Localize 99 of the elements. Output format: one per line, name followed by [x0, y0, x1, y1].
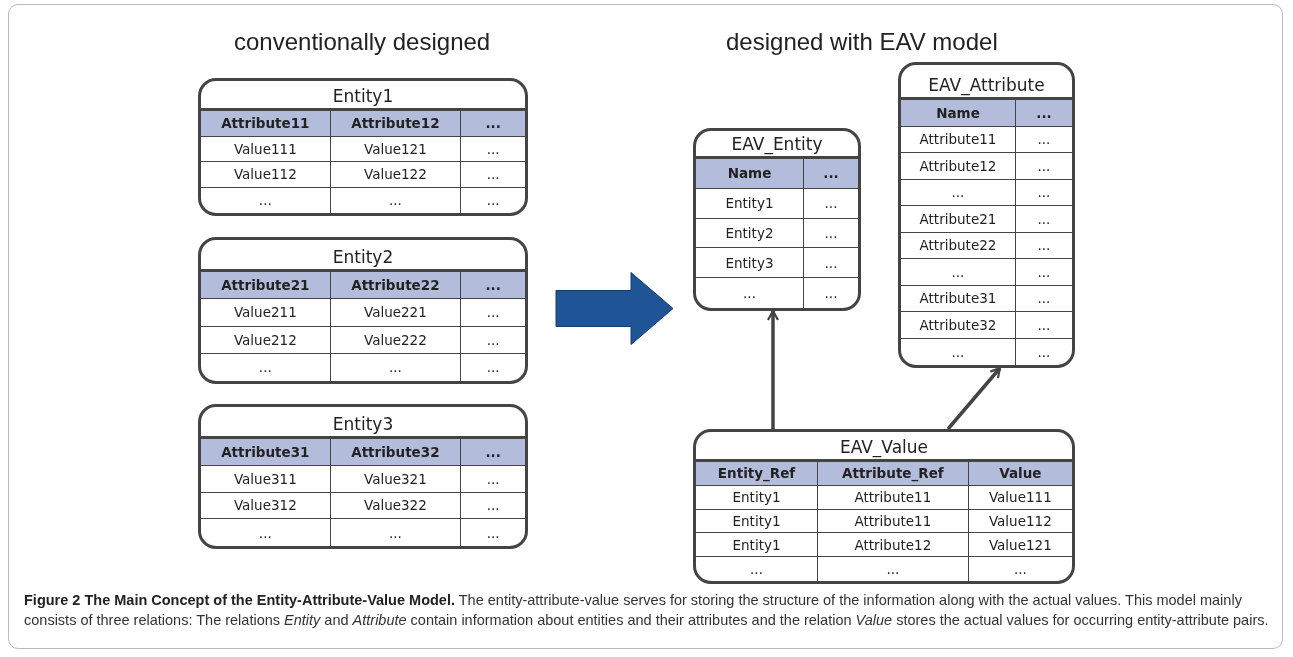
table-cell: Attribute11 [818, 485, 969, 510]
table-cell: ... [1015, 259, 1072, 286]
table-cell: Attribute21 [901, 206, 1016, 233]
table-cell: ... [461, 326, 525, 354]
table-cell: Attribute11 [901, 126, 1016, 153]
table-cell: ... [1015, 285, 1072, 312]
table-cell: ... [1015, 312, 1072, 339]
table-cell: Value222 [330, 326, 462, 354]
table-cell: ... [901, 179, 1016, 206]
arrow [766, 309, 780, 429]
table-cell: ... [201, 519, 331, 546]
table-cell: Value111 [201, 136, 331, 162]
table-cell: ... [818, 557, 969, 581]
table-cell: Entity1 [696, 533, 819, 558]
table-cell: Value322 [330, 492, 462, 520]
table-cell-text: ... [485, 523, 501, 543]
table-cell: Attribute11 [818, 509, 969, 534]
table-cell: Value111 [968, 485, 1072, 510]
table-cell: Value211 [201, 299, 331, 327]
table-cell-text: ... [823, 284, 839, 304]
table-cell: ... [201, 187, 331, 213]
table-cell: ... [804, 248, 858, 279]
table-cell: ... [696, 278, 804, 308]
table-cell: Entity1 [696, 188, 804, 219]
table-title: Entity2 [332, 247, 394, 267]
header-cell: Attribute12 [330, 111, 462, 137]
table-cell: ... [1015, 153, 1072, 180]
table-cell: Entity3 [696, 248, 804, 279]
table-cell: ... [461, 162, 525, 188]
table-cell: Entity1 [696, 485, 819, 510]
header-cell: Attribute11 [201, 111, 331, 137]
table-cell: ... [696, 557, 819, 581]
table-cell: Entity1 [696, 509, 819, 534]
table-cell: ... [804, 218, 858, 249]
table-cell: ... [330, 187, 462, 213]
table-cell: Value122 [330, 162, 462, 188]
header-cell: Attribute_Ref [818, 462, 969, 486]
header-cell: Name [696, 159, 804, 189]
table-cell: Value311 [201, 465, 331, 493]
table-cell-text: ... [1036, 342, 1052, 362]
table-cell: Entity2 [696, 218, 804, 249]
table-cell: ... [1015, 206, 1072, 233]
table-cell: Value312 [201, 492, 331, 520]
section-heading: designed with EAV model [726, 28, 998, 56]
table-cell: ... [901, 338, 1016, 365]
table-cell: ... [461, 136, 525, 162]
header-cell: ... [1015, 100, 1072, 127]
figure-caption: Figure 2 The Main Concept of the Entity-Attribute-Value Model. The entity-attribute-value serves for storing the structure of the information along with the actual values. This model mainly consists of three relations: The relations Entity and Attribute contain information about entities and their attributes and the relation Value stores the actual values for occurring entity-attribute pairs. [24, 591, 1270, 630]
table-box [693, 429, 1075, 584]
table-title: EAV_Value [839, 437, 929, 457]
table-cell: ... [461, 465, 525, 493]
table-cell: Value112 [201, 162, 331, 188]
table-cell: ... [461, 299, 525, 327]
header-cell: ... [461, 111, 525, 137]
table-title: EAV_Entity [731, 134, 823, 154]
arrow [946, 366, 1002, 431]
table-title: EAV_Attribute [928, 75, 1045, 95]
table-cell: ... [1015, 179, 1072, 206]
header-cell: ... [461, 439, 525, 466]
table-cell: ... [1015, 232, 1072, 259]
table-cell: ... [804, 188, 858, 219]
table-box [198, 237, 528, 384]
table-cell: Value321 [330, 465, 462, 493]
header-cell: Attribute31 [201, 439, 331, 466]
table-cell: Attribute12 [901, 153, 1016, 180]
section-heading: conventionally designed [234, 28, 491, 56]
table-cell: ... [901, 259, 1016, 286]
table-title: Entity3 [332, 414, 394, 434]
table-title: Entity1 [332, 86, 394, 106]
table-cell: ... [201, 353, 331, 381]
table-cell: Value121 [968, 533, 1072, 558]
table-cell: Value112 [968, 509, 1072, 534]
table-cell: Value221 [330, 299, 462, 327]
block-arrow [555, 272, 674, 345]
table-cell-text: ... [485, 358, 501, 378]
table-cell: ... [1015, 126, 1072, 153]
table-cell: Value121 [330, 136, 462, 162]
header-cell: Entity_Ref [696, 462, 819, 486]
table-box [198, 404, 528, 549]
table-cell: ... [461, 492, 525, 520]
table-box [693, 128, 861, 311]
header-cell: ... [804, 159, 858, 189]
header-cell: Attribute21 [201, 272, 331, 300]
table-cell-text: ... [485, 191, 501, 211]
header-cell: Name [901, 100, 1016, 127]
table-cell: ... [330, 519, 462, 546]
table-cell: Attribute31 [901, 285, 1016, 312]
table-cell: Value212 [201, 326, 331, 354]
table-cell: Attribute22 [901, 232, 1016, 259]
table-cell: Attribute32 [901, 312, 1016, 339]
header-cell: Value [968, 462, 1072, 486]
header-cell: Attribute22 [330, 272, 462, 300]
table-box [898, 62, 1075, 368]
table-cell: ... [330, 353, 462, 381]
table-box [198, 78, 528, 216]
table-cell: Attribute12 [818, 533, 969, 558]
table-cell-text: ... [1012, 560, 1028, 580]
header-cell: ... [461, 272, 525, 300]
header-cell: Attribute32 [330, 439, 462, 466]
